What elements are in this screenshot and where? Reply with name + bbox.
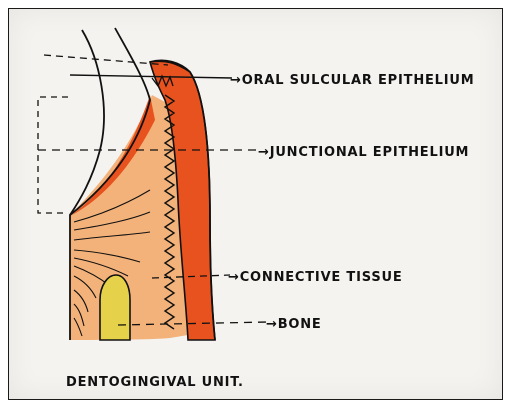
label-oral-sulcular-epithelium: →ORAL SULCULAR EPITHELIUM	[230, 73, 475, 88]
bone-region	[100, 275, 130, 340]
bracket-left	[38, 97, 68, 213]
label-junctional-epithelium: →JUNCTIONAL EPITHELIUM	[258, 145, 469, 160]
leader-top-dash	[44, 55, 168, 65]
label-bone: →BONE	[266, 317, 322, 332]
caption: DENTOGINGIVAL UNIT.	[66, 375, 244, 390]
label-connective-tissue: →CONNECTIVE TISSUE	[228, 270, 403, 285]
leader-oral-sulcular	[70, 75, 232, 78]
